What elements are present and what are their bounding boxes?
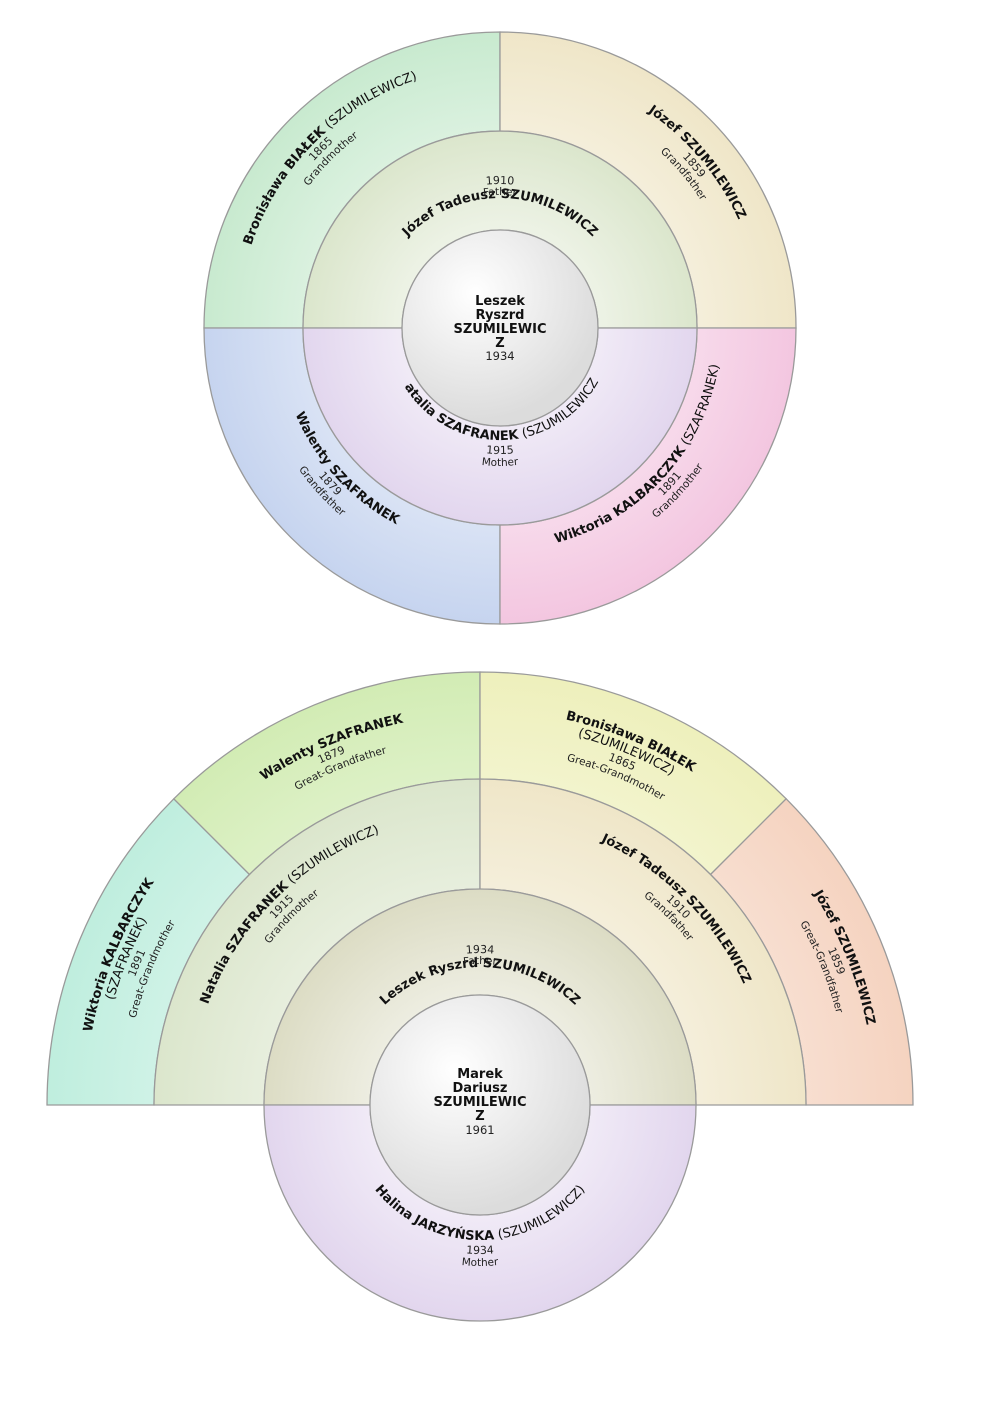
father-role-2: Father: [463, 955, 499, 968]
center-name-line-2: Ryszrd: [476, 308, 525, 323]
center2-year: 1961: [465, 1123, 494, 1137]
center-person-circle-2: [369, 994, 591, 1216]
mother-role-2: Mother: [461, 1256, 499, 1269]
father-role: Father: [483, 186, 519, 199]
center-name-line-1: Leszek: [475, 294, 525, 309]
ancestor-chart-marek: Wiktoria KALBARCZYK (SZAFRANEK) 1891 Gre…: [46, 671, 914, 1322]
center-year: 1934: [485, 349, 514, 363]
mother-year-2: 1934: [466, 1243, 494, 1257]
center-person: Leszek Ryszrd SZUMILEWIC Z 1934: [454, 294, 547, 363]
mother-year: 1915: [486, 443, 514, 457]
center-person-circle: [401, 229, 599, 427]
center-name-line-3: SZUMILEWIC: [454, 322, 547, 337]
center-person-2: Marek Dariusz SZUMILEWIC Z 1961: [434, 1067, 527, 1137]
center2-name-line-1: Marek: [457, 1067, 503, 1082]
center-name-line-4: Z: [495, 336, 504, 351]
center2-name-line-4: Z: [475, 1109, 484, 1124]
ancestor-chart-leszek: Bronisława BIAŁEK (SZUMILEWICZ) 1865 Gra…: [0, 0, 797, 625]
mother-role: Mother: [481, 456, 519, 469]
center2-name-line-2: Dariusz: [453, 1081, 508, 1096]
center2-name-line-3: SZUMILEWIC: [434, 1095, 527, 1110]
